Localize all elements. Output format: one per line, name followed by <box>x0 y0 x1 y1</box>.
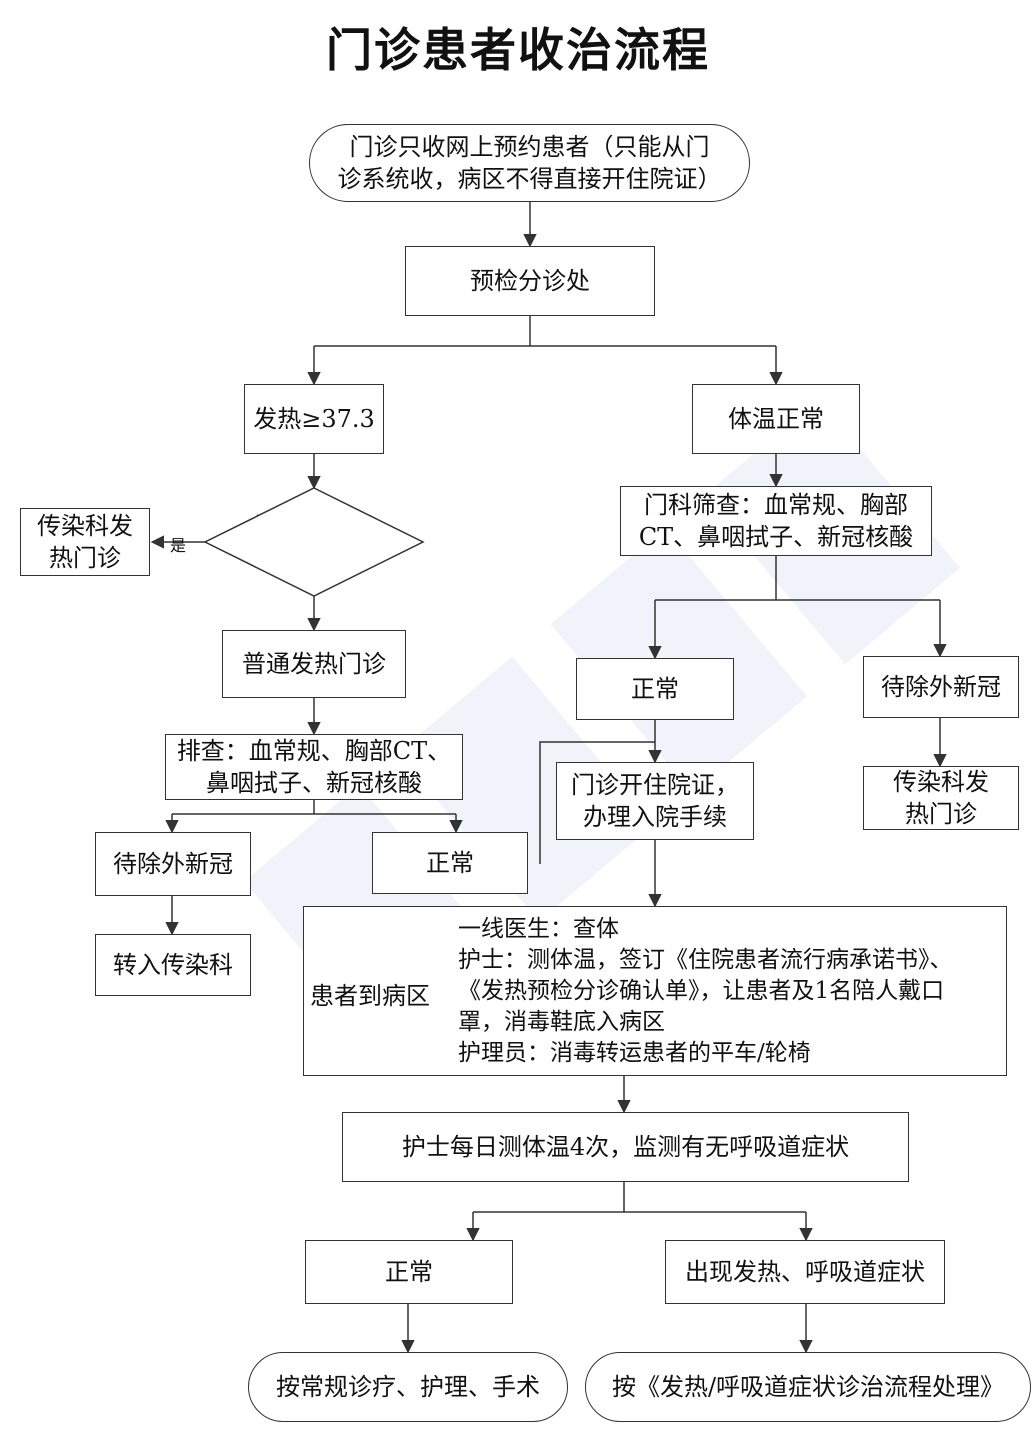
line-screen-left-split <box>172 800 456 815</box>
fever-process-label: 按《发热/呼吸道症状诊治流程处理》 <box>611 1373 1005 1401</box>
ward-line-4: 罩，消毒鞋底入病区 <box>458 1009 665 1035</box>
general-fever-label: 普通发热门诊 <box>242 650 386 678</box>
transfer-node: 转入传染科 <box>95 934 251 996</box>
ward-node <box>303 906 1007 1076</box>
infect-left-line-1: 传染科发 <box>37 512 133 540</box>
fever-node: 发热≥37.3 <box>244 384 384 454</box>
symptom-node: 出现发热、呼吸道症状 <box>665 1240 945 1304</box>
routine-node: 按常规诊疗、护理、手术 <box>248 1352 568 1422</box>
fever-label: 发热≥37.3 <box>253 405 375 433</box>
start-node: 门诊只收网上预约患者（只能从门 诊系统收，病区不得直接开住院证） <box>309 124 750 202</box>
normal-bottom-node: 正常 <box>305 1240 513 1304</box>
infect-clinic-right-node: 传染科发 热门诊 <box>863 766 1019 830</box>
admit-line-2: 办理入院手续 <box>583 803 727 831</box>
screen-right-line-1: 门科筛查：血常规、胸部 <box>644 491 908 519</box>
pending-right-label: 待除外新冠 <box>881 673 1001 701</box>
ward-line-2: 护士：测体温，签订《住院患者流行病承诺书》、 <box>458 947 953 973</box>
pending-right-node: 待除外新冠 <box>863 656 1019 718</box>
ward-line-3: 《发热预检分诊确认单》，让患者及1名陪人戴口 <box>458 978 945 1004</box>
start-line-1: 门诊只收网上预约患者（只能从门 <box>349 133 710 161</box>
normal-left-node: 正常 <box>372 832 528 894</box>
ward-line-5: 护理员：消毒转运患者的平车/轮椅 <box>458 1040 811 1066</box>
triage-node: 预检分诊处 <box>405 246 655 316</box>
screen-left-line-1: 排查：血常规、胸部CT、 <box>176 737 452 765</box>
admit-node: 门诊开住院证， 办理入院手续 <box>556 762 754 840</box>
admit-line-1: 门诊开住院证， <box>571 771 739 799</box>
fever-process-node: 按《发热/呼吸道症状诊治流程处理》 <box>585 1352 1031 1422</box>
ward-line-1: 一线医生：查体 <box>458 916 619 942</box>
decision-line-1: 是否有流行 <box>253 512 373 540</box>
routine-label: 按常规诊疗、护理、手术 <box>276 1373 540 1401</box>
general-fever-node: 普通发热门诊 <box>222 630 406 698</box>
normal-temp-label: 体温正常 <box>728 405 824 433</box>
monitor-node: 护士每日测体温4次，监测有无呼吸道症状 <box>342 1112 909 1182</box>
triage-label: 预检分诊处 <box>470 267 590 295</box>
transfer-label: 转入传染科 <box>113 951 233 979</box>
infect-clinic-left-node: 传染科发 热门诊 <box>20 508 150 576</box>
screen-left-line-2: 鼻咽拭子、新冠核酸 <box>206 769 422 797</box>
pending-left-label: 待除外新冠 <box>113 850 233 878</box>
decision-text: 是否有流行 病学接触史 <box>215 510 411 574</box>
ward-instructions: 一线医生：查体 护士：测体温，签订《住院患者流行病承诺书》、 《发热预检分诊确认… <box>458 914 1018 1069</box>
monitor-label: 护士每日测体温4次，监测有无呼吸道症状 <box>401 1133 850 1161</box>
screen-left-node: 排查：血常规、胸部CT、 鼻咽拭子、新冠核酸 <box>165 734 463 800</box>
infect-right-line-1: 传染科发 <box>893 768 989 796</box>
infect-left-line-2: 热门诊 <box>49 544 121 572</box>
ward-label: 患者到病区 <box>310 982 430 1010</box>
line-screen-right-split <box>655 556 940 601</box>
normal-bottom-label: 正常 <box>385 1258 433 1286</box>
line-triage-split <box>314 316 776 347</box>
pending-left-node: 待除外新冠 <box>95 832 251 896</box>
yes-label: 是 <box>170 536 187 555</box>
screen-right-node: 门科筛查：血常规、胸部 CT、鼻咽拭子、新冠核酸 <box>620 486 932 556</box>
line-normal-left-to-admit <box>539 741 655 864</box>
normal-mid-node: 正常 <box>576 658 734 720</box>
normal-mid-label: 正常 <box>631 675 679 703</box>
screen-right-line-2: CT、鼻咽拭子、新冠核酸 <box>638 523 914 551</box>
decision-line-2: 病学接触史 <box>253 544 373 572</box>
line-monitor-split <box>473 1182 806 1213</box>
infect-right-line-2: 热门诊 <box>905 800 977 828</box>
page-title: 门诊患者收治流程 <box>326 23 710 77</box>
start-line-2: 诊系统收，病区不得直接开住院证） <box>337 165 722 193</box>
symptom-label: 出现发热、呼吸道症状 <box>685 1258 925 1286</box>
normal-left-label: 正常 <box>426 849 474 877</box>
normal-temp-node: 体温正常 <box>692 384 860 454</box>
